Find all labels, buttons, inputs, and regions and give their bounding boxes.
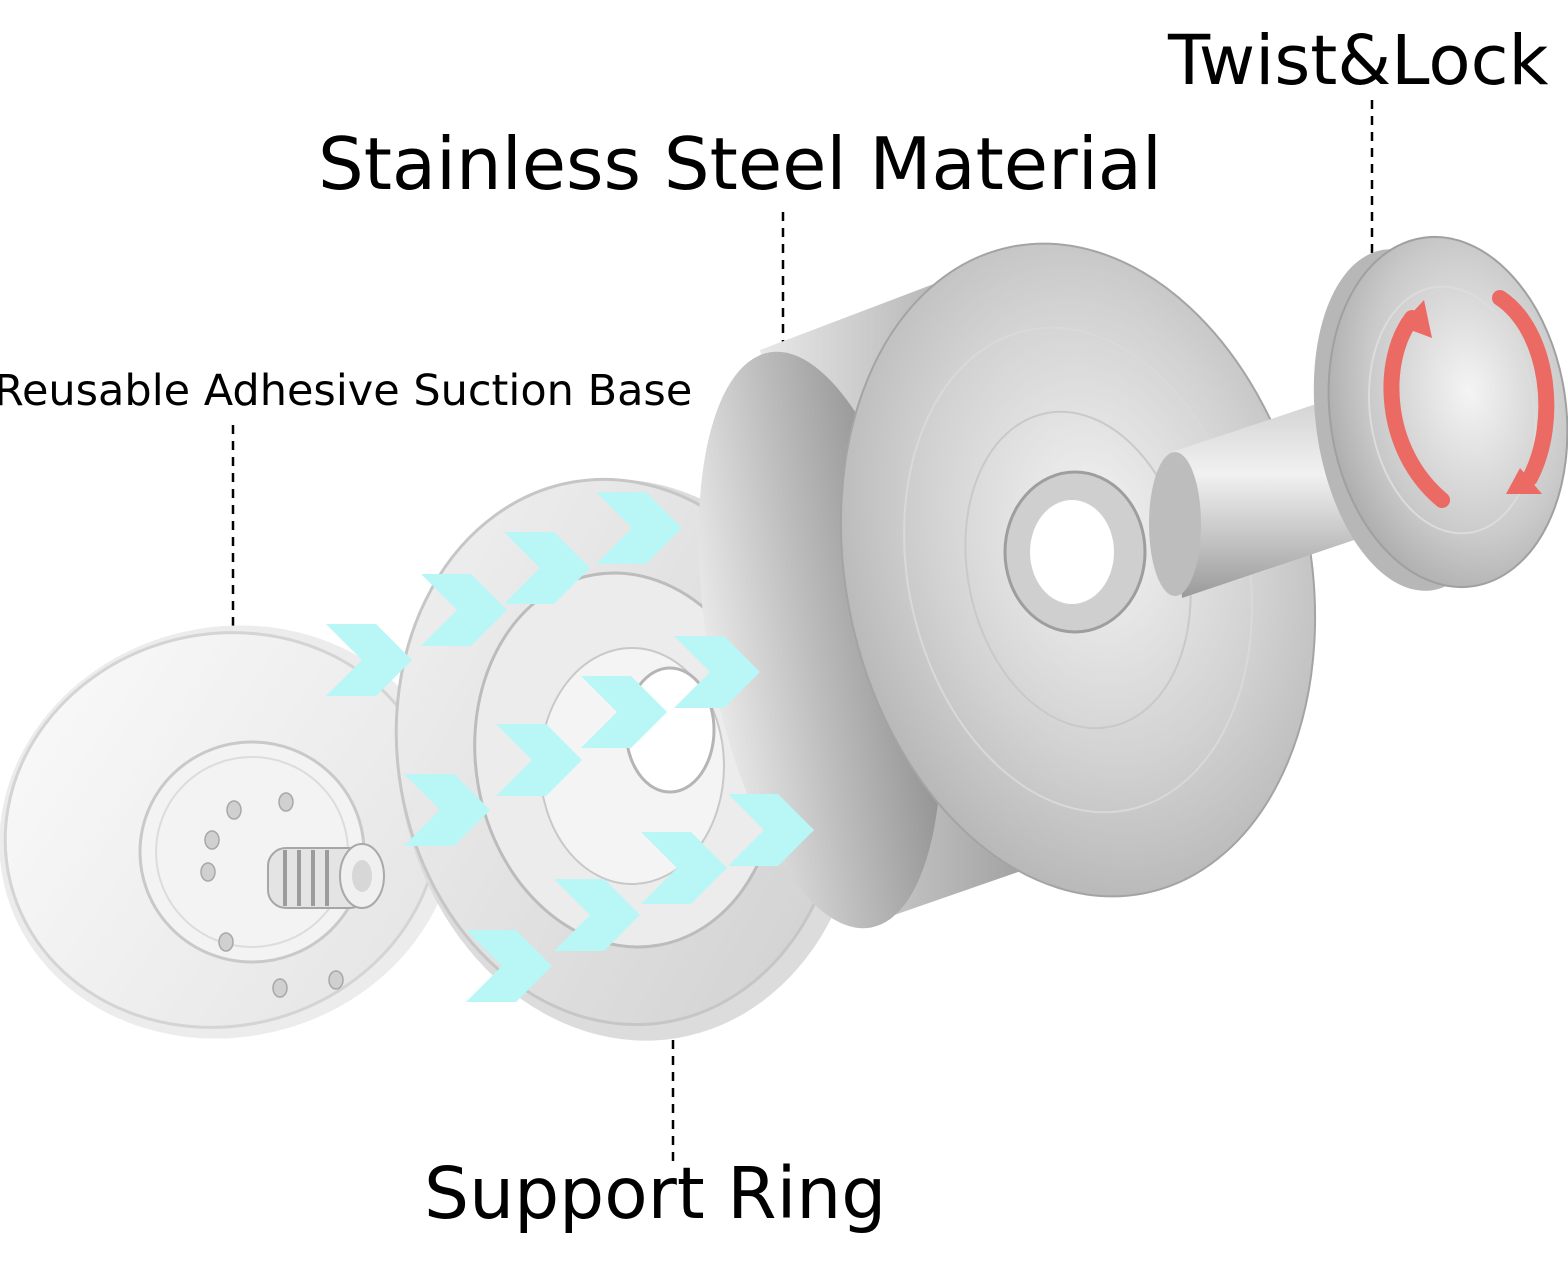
label-stainless-steel: Stainless Steel Material <box>318 122 1162 206</box>
label-support-ring: Support Ring <box>424 1152 887 1235</box>
label-suction-base: Reusable Adhesive Suction Base <box>0 366 693 416</box>
suction-base-disc <box>0 625 457 1039</box>
threaded-stud <box>267 843 385 909</box>
stainless-steel-body <box>698 242 1317 929</box>
rotate-arrows-icon <box>1383 290 1555 508</box>
leader-lines <box>231 100 1374 1162</box>
base-vent-holes <box>200 792 344 998</box>
twist-lock-knob <box>1149 235 1568 598</box>
label-twist-lock: Twist&Lock <box>1168 21 1549 101</box>
